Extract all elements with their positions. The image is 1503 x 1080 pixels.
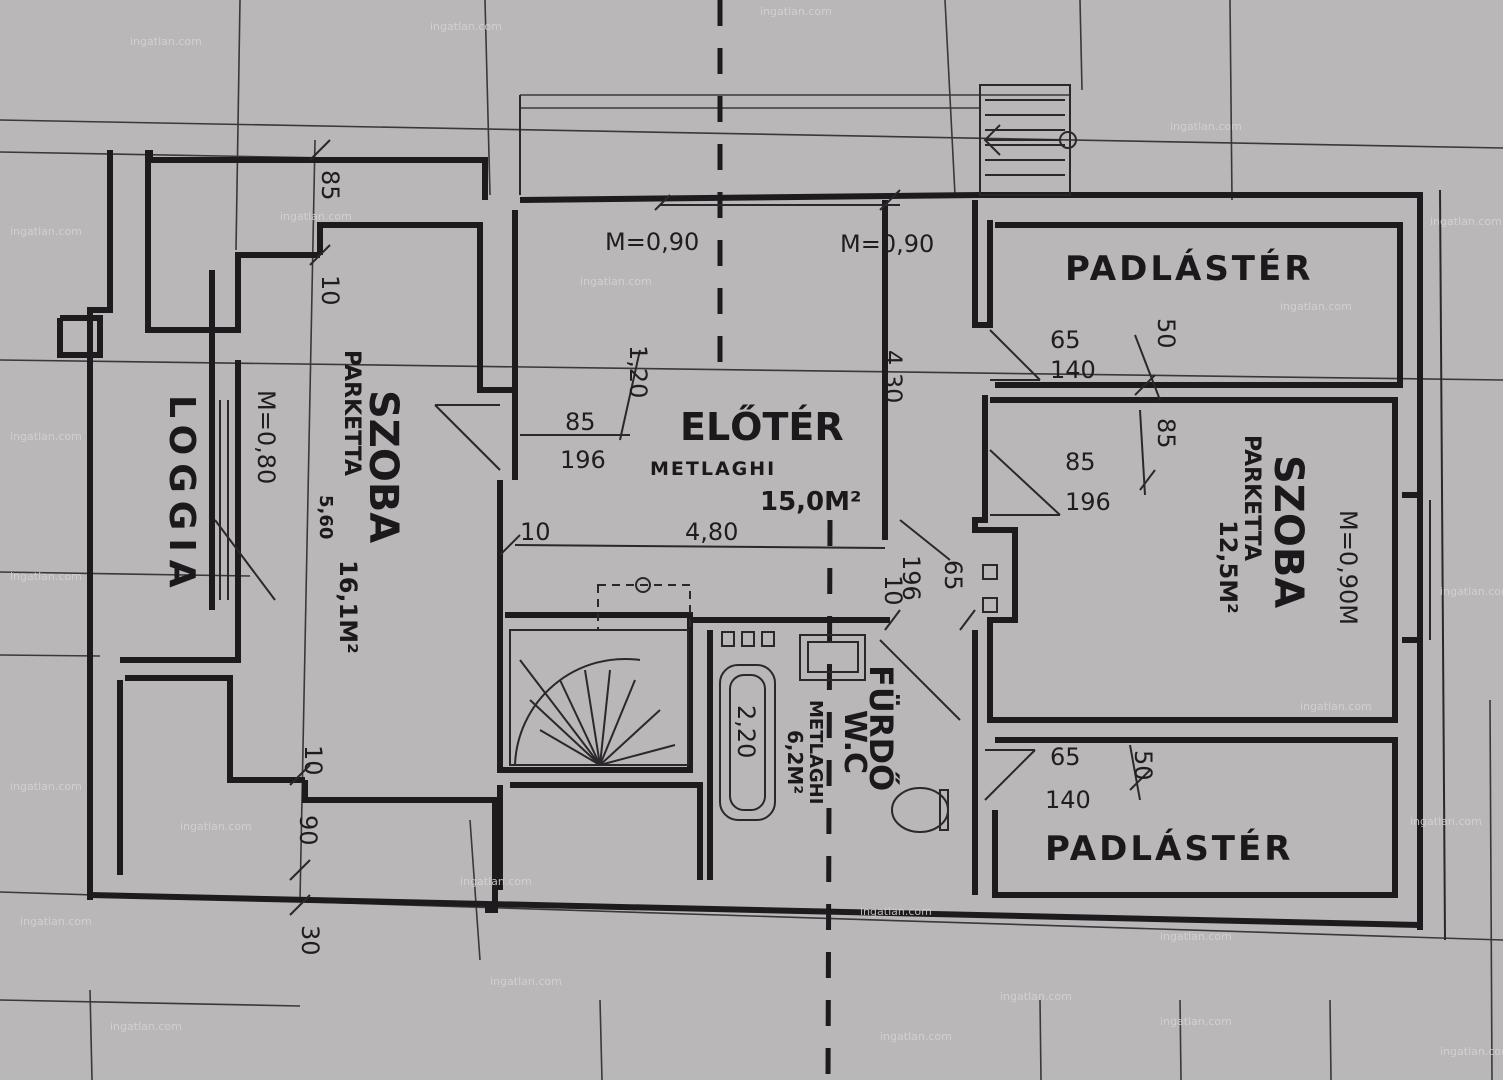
room-eloter-area: 15,0M² <box>760 487 861 517</box>
svg-text:ingatlan.com: ingatlan.com <box>430 20 502 33</box>
room-szoba-right-area: 12,5M² <box>1214 520 1242 614</box>
room-eloter-floor: METLAGHI <box>650 458 776 480</box>
dim-10-mid: 10 <box>520 518 551 546</box>
room-szoba-right-name: SZOBA <box>1265 455 1311 608</box>
dim-85-right: 85 <box>1065 448 1096 476</box>
room-szoba-left-name: SZOBA <box>360 390 406 543</box>
svg-text:ingatlan.com: ingatlan.com <box>1160 1015 1232 1028</box>
svg-text:ingatlan.com: ingatlan.com <box>10 780 82 793</box>
dim-85-door: 85 <box>565 408 596 436</box>
dim-85-right-v: 85 <box>1152 418 1180 449</box>
room-szoba-left-floor: PARKETTA <box>339 350 364 476</box>
room-furdo-name: FÜRDŐ <box>862 665 901 791</box>
svg-text:ingatlan.com: ingatlan.com <box>20 915 92 928</box>
svg-text:ingatlan.com: ingatlan.com <box>10 430 82 443</box>
room-furdo-floor: METLAGHI <box>805 700 826 804</box>
svg-text:ingatlan.com: ingatlan.com <box>1170 120 1242 133</box>
svg-text:ingatlan.com: ingatlan.com <box>1410 815 1482 828</box>
dim-140-bot: 140 <box>1045 786 1091 814</box>
dim-430: 4,30 <box>879 350 907 403</box>
room-szoba-right-floor: PARKETTA <box>1239 435 1264 561</box>
dim-220: 2,20 <box>732 705 760 758</box>
room-furdo-area: 6,2M² <box>783 730 807 794</box>
bathroom-fixtures <box>719 564 998 833</box>
svg-text:ingatlan.com: ingatlan.com <box>1440 1045 1503 1058</box>
axis-line-bottom <box>825 519 833 1080</box>
dim-65-top: 65 <box>1050 326 1081 354</box>
room-padlaster-top-name: PADLÁSTÉR <box>1065 248 1313 289</box>
room-eloter-name: ELŐTÉR <box>680 405 844 449</box>
watermarks: ingatlan.com ingatlan.com ingatlan.com i… <box>10 5 1503 1058</box>
exterior-walls <box>57 150 1423 930</box>
svg-text:ingatlan.com: ingatlan.com <box>860 905 932 918</box>
dim-10-top: 10 <box>316 275 344 306</box>
svg-text:ingatlan.com: ingatlan.com <box>280 210 352 223</box>
room-szoba-left-length: 5,60 <box>315 495 336 539</box>
svg-text:ingatlan.com: ingatlan.com <box>880 1030 952 1043</box>
svg-text:ingatlan.com: ingatlan.com <box>1440 585 1503 598</box>
dim-90-bottom: 90 <box>294 815 322 846</box>
svg-text:ingatlan.com: ingatlan.com <box>490 975 562 988</box>
svg-text:ingatlan.com: ingatlan.com <box>10 225 82 238</box>
svg-text:ingatlan.com: ingatlan.com <box>1000 990 1072 1003</box>
dim-m090-right: M=0,90M <box>1334 510 1362 625</box>
svg-text:ingatlan.com: ingatlan.com <box>460 875 532 888</box>
dim-140-top: 140 <box>1050 356 1096 384</box>
svg-text:ingatlan.com: ingatlan.com <box>1280 300 1352 313</box>
svg-text:ingatlan.com: ingatlan.com <box>1160 930 1232 943</box>
svg-text:ingatlan.com: ingatlan.com <box>1300 700 1372 713</box>
dim-196-right: 196 <box>1065 488 1111 516</box>
svg-text:ingatlan.com: ingatlan.com <box>130 35 202 48</box>
dim-10-v: 10 <box>879 575 907 606</box>
dim-10-bottom: 10 <box>299 745 327 776</box>
svg-text:ingatlan.com: ingatlan.com <box>110 1020 182 1033</box>
dim-480: 4,80 <box>685 518 738 546</box>
svg-text:ingatlan.com: ingatlan.com <box>580 275 652 288</box>
dimension-ticks <box>289 139 1156 916</box>
spiral-staircase <box>509 577 691 766</box>
door-swings <box>214 204 1161 801</box>
dim-50-bot: 50 <box>1129 750 1157 781</box>
room-padlaster-bottom-name: PADLÁSTÉR <box>1045 828 1293 869</box>
dim-m090-a: M=0,90 <box>605 228 699 256</box>
dim-120: 1,20 <box>624 345 652 398</box>
dim-85-top: 85 <box>316 170 344 201</box>
dim-m090-b: M=0,90 <box>840 230 934 258</box>
dim-50-top: 50 <box>1152 318 1180 349</box>
dim-196-v: 196 <box>897 555 925 601</box>
svg-text:ingatlan.com: ingatlan.com <box>1430 215 1502 228</box>
svg-text:ingatlan.com: ingatlan.com <box>10 570 82 583</box>
svg-text:ingatlan.com: ingatlan.com <box>760 5 832 18</box>
room-loggia-name: LOGGIA <box>161 395 202 596</box>
svg-text:ingatlan.com: ingatlan.com <box>180 820 252 833</box>
dim-196-door: 196 <box>560 446 606 474</box>
dim-30-bottom: 30 <box>296 925 324 956</box>
dim-65-bot: 65 <box>1050 743 1081 771</box>
room-szoba-left-area: 16,1M² <box>334 560 362 654</box>
dim-m090-loggia: M=0,80 <box>252 390 280 484</box>
entrance-steps <box>979 84 1077 196</box>
dim-65-v: 65 <box>939 560 967 591</box>
room-furdo-wc: W.C <box>837 710 872 774</box>
